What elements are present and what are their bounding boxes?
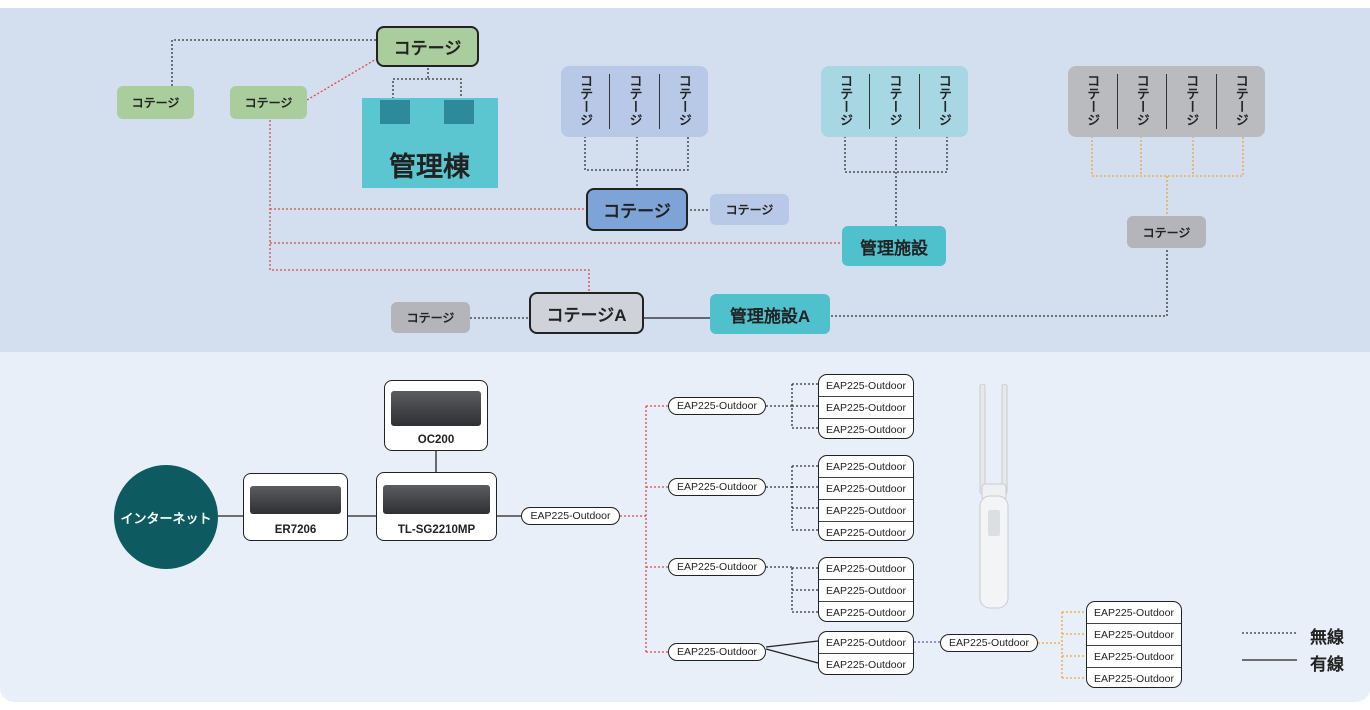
router-device: ER7206: [243, 473, 348, 541]
ap-item: EAP225-Outdoor: [1094, 606, 1174, 619]
top-panel: [0, 8, 1370, 352]
cottage-mid-node: コテージ: [230, 86, 307, 119]
ap-bridge: EAP225-Outdoor: [940, 634, 1038, 652]
cluster-item: コテージ: [658, 74, 708, 129]
ap-root: EAP225-Outdoor: [521, 507, 620, 525]
cluster-item: コテージ: [1085, 74, 1101, 126]
ap-item: EAP225-Outdoor: [826, 379, 906, 392]
switch-label: TL-SG2210MP: [397, 524, 476, 536]
legend-wireless: 無線: [1310, 628, 1344, 647]
cluster-item: コテージ: [1116, 74, 1167, 129]
ap-item: EAP225-Outdoor: [819, 653, 913, 675]
controller-label: OC200: [417, 434, 455, 446]
cluster-item: コテージ: [918, 74, 968, 129]
main-building-label: 管理棟: [389, 152, 470, 182]
access-point-icon: [979, 384, 1009, 609]
ap-item: EAP225-Outdoor: [1087, 667, 1181, 689]
cottage-blue-node: コテージ: [710, 194, 789, 225]
cluster-item: コテージ: [838, 74, 854, 126]
cottage-a-node: コテージA: [529, 292, 644, 334]
ap-branch-4: EAP225-Outdoor: [668, 643, 766, 661]
cottage-gray-node: コテージ: [1127, 216, 1206, 248]
cottage-cluster-blue: コテージ コテージ コテージ: [561, 66, 708, 137]
cluster-item: コテージ: [869, 74, 918, 129]
cottage-top-node: コテージ: [376, 26, 479, 67]
router-icon: [250, 486, 341, 514]
cluster-item: コテージ: [578, 74, 594, 126]
ap-item: EAP225-Outdoor: [819, 396, 913, 418]
ap-item: EAP225-Outdoor: [1087, 645, 1181, 667]
ap-item: EAP225-Outdoor: [1087, 623, 1181, 645]
ap-group-5: EAP225-Outdoor EAP225-Outdoor EAP225-Out…: [1086, 601, 1182, 688]
building-window-right: [444, 100, 474, 124]
ap-item: EAP225-Outdoor: [826, 460, 906, 473]
ap-item: EAP225-Outdoor: [819, 601, 913, 623]
ap-group-3: EAP225-Outdoor EAP225-Outdoor EAP225-Out…: [818, 557, 914, 622]
cottage-blue-hub: コテージ: [586, 188, 688, 231]
cluster-item: コテージ: [1166, 74, 1216, 129]
ap-item: EAP225-Outdoor: [819, 499, 913, 521]
switch-icon: [383, 485, 490, 514]
ap-branch-3: EAP225-Outdoor: [668, 558, 766, 576]
legend-wired: 有線: [1310, 655, 1344, 674]
controller-icon: [391, 391, 481, 426]
ap-branch-2: EAP225-Outdoor: [668, 478, 766, 496]
ap-item: EAP225-Outdoor: [819, 579, 913, 601]
internet-node: インターネット: [114, 465, 218, 569]
facility-node: 管理施設: [842, 226, 946, 266]
ap-group-4: EAP225-Outdoor EAP225-Outdoor: [818, 631, 914, 675]
cottage-cluster-gray: コテージ コテージ コテージ コテージ: [1068, 66, 1265, 137]
ap-branch-1: EAP225-Outdoor: [668, 397, 766, 415]
controller-device: OC200: [384, 380, 488, 451]
ap-item: EAP225-Outdoor: [819, 521, 913, 543]
cottage-cluster-teal: コテージ コテージ コテージ: [821, 66, 968, 137]
cottage-left-node: コテージ: [117, 86, 194, 119]
router-label: ER7206: [274, 524, 317, 536]
cluster-item: コテージ: [609, 74, 658, 129]
ap-group-2: EAP225-Outdoor EAP225-Outdoor EAP225-Out…: [818, 455, 914, 541]
ap-item: EAP225-Outdoor: [826, 562, 906, 575]
cluster-item: コテージ: [1215, 74, 1266, 129]
switch-device: TL-SG2210MP: [376, 472, 497, 541]
ap-item: EAP225-Outdoor: [826, 636, 906, 649]
ap-group-1: EAP225-Outdoor EAP225-Outdoor EAP225-Out…: [818, 374, 914, 439]
cottage-gray-left-node: コテージ: [391, 302, 470, 333]
ap-item: EAP225-Outdoor: [819, 418, 913, 440]
ap-item: EAP225-Outdoor: [819, 477, 913, 499]
facility-a-node: 管理施設A: [710, 294, 830, 334]
building-window-left: [380, 100, 410, 124]
